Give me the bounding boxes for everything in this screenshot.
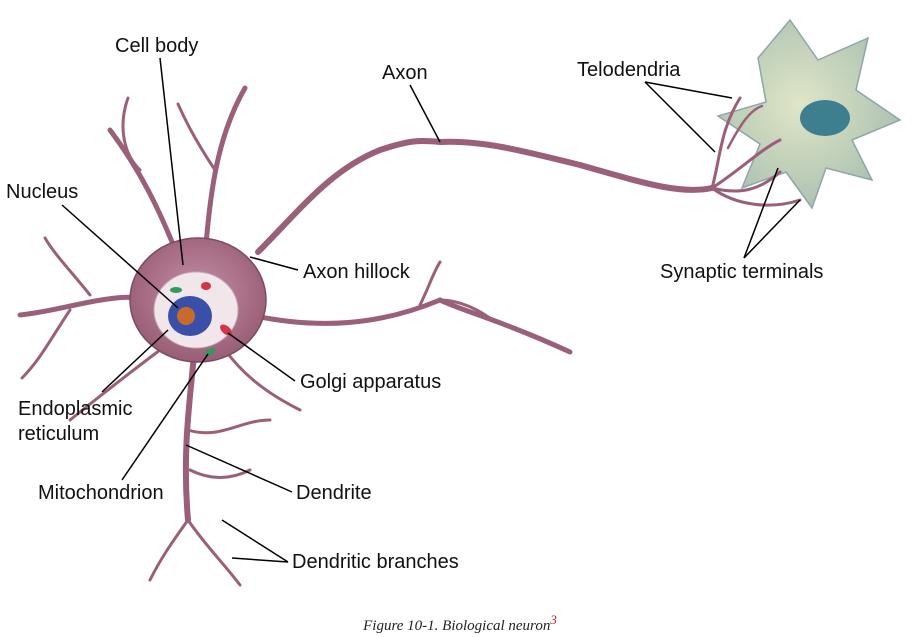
dendrite-branch — [188, 468, 252, 479]
label-cell-body: Cell body — [115, 35, 198, 57]
leader-cell-body — [159, 57, 184, 266]
dendrite-branch — [186, 518, 242, 587]
dendrite-branch — [438, 298, 497, 324]
leader-lines — [61, 57, 801, 563]
dendrites — [17, 85, 573, 587]
label-golgi-apparatus: Golgi apparatus — [300, 371, 441, 393]
telodendria-branch — [710, 96, 742, 190]
leader-dendrite — [185, 444, 293, 493]
label-mitochondrion: Mitochondrion — [38, 482, 164, 504]
dendrite-branch — [247, 297, 573, 355]
label-synaptic-terminals: Synaptic terminals — [660, 261, 823, 283]
telodendria-branch — [710, 186, 802, 207]
axon-path — [255, 96, 802, 255]
label-telodendria: Telodendria — [577, 59, 681, 81]
target-neuron-nucleus — [800, 100, 850, 136]
leader-dendritic-branches — [231, 557, 289, 563]
dendrite-branch — [121, 96, 142, 172]
dendrite-branch — [182, 342, 198, 523]
leader-nucleus — [61, 204, 179, 309]
label-axon-hillock: Axon hillock — [303, 261, 411, 283]
golgi-shape — [220, 324, 232, 336]
cell-body — [129, 237, 267, 363]
telodendria-branch — [726, 104, 764, 150]
labels: Cell body Axon Telodendria Nucleus Axon … — [6, 35, 823, 573]
axon-fiber — [255, 138, 715, 255]
telodendria-branch — [710, 138, 782, 190]
mitochondrion-shape — [170, 287, 182, 293]
leader-axon — [409, 84, 441, 143]
dendrite-branch — [43, 236, 92, 297]
leader-endoplasmic — [101, 329, 169, 393]
leader-synaptic-terminals — [743, 167, 779, 259]
target-neuron — [716, 18, 902, 210]
leader-synaptic-terminals — [743, 199, 801, 259]
caption-footnote: 3 — [550, 612, 557, 627]
dendrite-branch — [202, 85, 248, 258]
label-endoplasmic-line2: reticulum — [18, 423, 99, 445]
label-dendrite: Dendrite — [296, 482, 372, 504]
dendrite-branch — [223, 348, 302, 412]
nucleolus-shape — [177, 307, 195, 325]
dendrite-branch — [186, 418, 272, 435]
leader-telodendria — [644, 81, 716, 153]
vesicle-shape — [201, 282, 211, 290]
leader-mitochondrion — [121, 353, 209, 481]
label-nucleus: Nucleus — [6, 181, 78, 203]
leader-telodendria — [644, 81, 733, 99]
leader-axon-hillock — [249, 256, 299, 271]
dendrite-branch — [176, 102, 217, 172]
label-endoplasmic-line1: Endoplasmic — [18, 398, 133, 420]
dendrite-branch — [148, 518, 190, 582]
label-dendritic-branches: Dendritic branches — [292, 551, 459, 573]
figure-caption: Figure 10-1. Biological neuron3 — [0, 612, 920, 635]
label-axon: Axon — [382, 62, 428, 84]
dendrite-branch — [20, 308, 72, 380]
caption-text: Figure 10-1. Biological neuron — [363, 618, 551, 634]
leader-dendritic-branches — [221, 519, 289, 563]
leader-golgi — [227, 332, 296, 382]
dendrite-branch — [68, 348, 162, 422]
dendrite-branch — [418, 260, 442, 307]
